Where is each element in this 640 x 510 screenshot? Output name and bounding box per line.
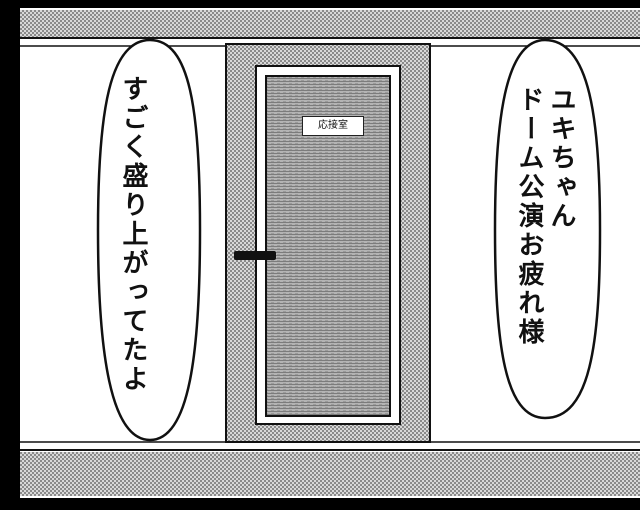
speech-text-right-line1: ユキちゃん [546,86,576,231]
door-sign: 応接室 [302,116,364,136]
speech-text-right-line2: ドーム公演お疲れ様 [514,86,544,347]
speech-bubble-left [96,38,202,442]
ceiling-strip [20,10,640,38]
floor-strip [20,452,640,496]
speech-text-left: すごく盛り上がってたよ [118,75,148,394]
door-handle [234,251,276,260]
door-panel [265,75,391,417]
speech-bubble-right [493,38,602,420]
